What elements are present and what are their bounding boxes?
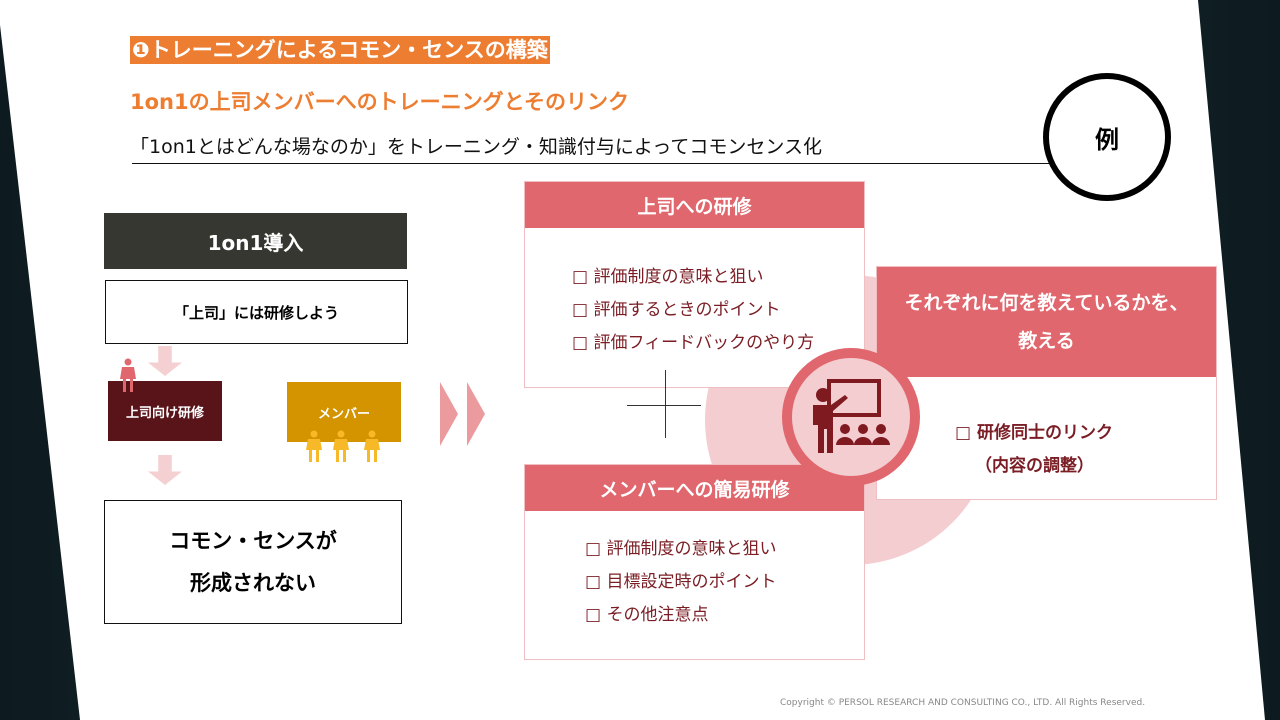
member-training-card: メンバーへの簡易研修 □ 評価制度の意味と狙い □ 目標設定時のポイント □ そ… — [524, 464, 865, 660]
chevron-right-icon — [467, 382, 485, 446]
list-item: □ 評価フィードバックのやり方 — [572, 333, 815, 353]
example-badge: 例 — [1043, 73, 1171, 201]
intro-header: 1on1導入 — [104, 213, 407, 269]
slide-subtitle: 1on1の上司メンバーへのトレーニングとそのリンク — [130, 90, 629, 114]
person-icon — [120, 358, 136, 392]
list-item: （内容の調整） — [975, 456, 1094, 476]
slide-title: ❶トレーニングによるコモン・センスの構築 — [130, 36, 550, 64]
boss-training-block: 上司向け研修 — [108, 381, 222, 441]
card-header-text: それぞれに何を教えているかを、 — [904, 292, 1189, 314]
list-item: □ 評価制度の意味と狙い — [572, 267, 764, 287]
list-item: □ 評価制度の意味と狙い — [585, 539, 777, 559]
list-item: □ 評価するときのポイント — [572, 300, 781, 320]
list-item: □ その他注意点 — [585, 605, 709, 625]
card-header: メンバーへの簡易研修 — [525, 465, 864, 511]
result-box: コモン・センスが 形成されない — [104, 500, 402, 624]
members-icon — [306, 430, 380, 462]
copyright: Copyright © PERSOL RESEARCH AND CONSULTI… — [780, 698, 1146, 708]
boss-training-card: 上司への研修 □ 評価制度の意味と狙い □ 評価するときのポイント □ 評価フィ… — [524, 181, 865, 388]
card-header-text: 教える — [1018, 330, 1075, 352]
list-item: □ 目標設定時のポイント — [585, 572, 777, 592]
teacher-circle — [782, 348, 920, 486]
plus-horizontal — [627, 405, 701, 406]
divider — [132, 163, 1057, 164]
chevron-right-icon — [440, 382, 458, 446]
result-text: コモン・センスが — [169, 529, 337, 553]
link-card: それぞれに何を教えているかを、 教える □ 研修同士のリンク （内容の調整） — [876, 266, 1217, 500]
card-header: それぞれに何を教えているかを、 教える — [877, 267, 1216, 377]
list-item: □ 研修同士のリンク — [955, 423, 1113, 443]
boss-training-box: 「上司」には研修しよう — [105, 280, 408, 344]
member-block: メンバー — [287, 382, 401, 442]
down-arrow-icon — [148, 455, 182, 485]
plus-vertical — [665, 370, 666, 438]
teacher-presentation-icon — [813, 379, 890, 453]
result-text: 形成されない — [190, 571, 316, 595]
down-arrow-icon — [148, 346, 182, 376]
lead-text: 「1on1とはどんな場なのか」をトレーニング・知識付与によってコモンセンス化 — [130, 136, 822, 158]
card-header: 上司への研修 — [525, 182, 864, 228]
